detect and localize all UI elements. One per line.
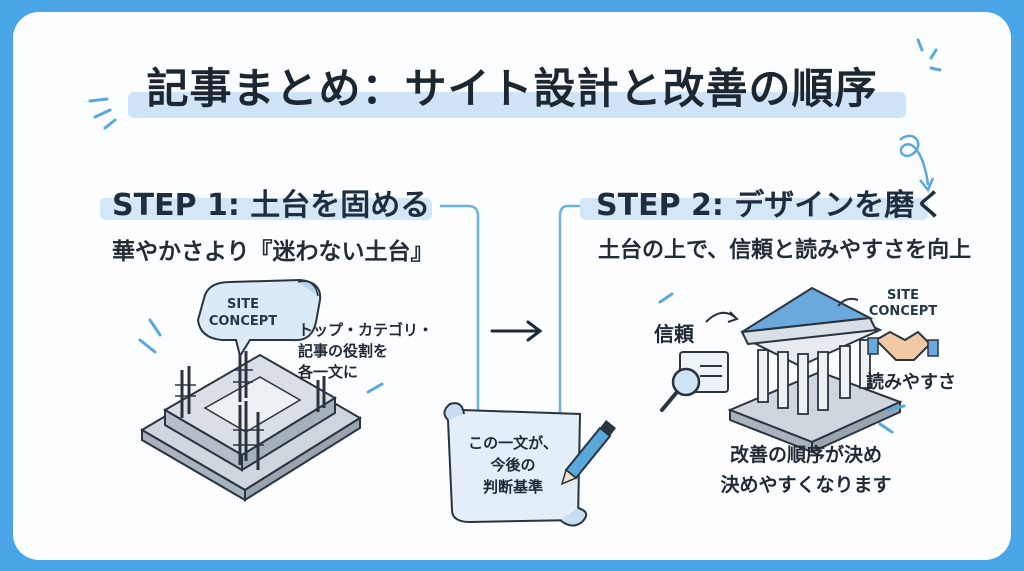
step2-heading: STEP 2: デザインを磨く bbox=[596, 188, 945, 223]
site-concept-bubble bbox=[196, 278, 322, 359]
site-concept-label: SITE CONCEPT bbox=[208, 297, 278, 329]
step2-subtitle: 土台の上で、信頼と読みやすさを向上 bbox=[598, 238, 972, 263]
building-icon bbox=[727, 286, 903, 454]
step1-highlight bbox=[100, 198, 432, 220]
foundation-icon bbox=[138, 318, 384, 502]
scroll-document-icon bbox=[443, 402, 588, 527]
right-arrow-icon bbox=[490, 320, 543, 342]
bracket-right bbox=[558, 204, 588, 455]
page-title: 記事まとめ：サイト設計と改善の順序 bbox=[146, 64, 878, 113]
title-highlight bbox=[128, 92, 906, 118]
bracket-left bbox=[440, 204, 480, 455]
pencil-icon bbox=[560, 420, 616, 486]
arrow-to-concept-icon bbox=[837, 297, 859, 307]
trust-label: 信頼 bbox=[654, 322, 694, 346]
step1-note: トップ・カテゴリ・ 記事の役割を 各一文に bbox=[298, 321, 434, 381]
step1-heading: STEP 1: 土台を固める bbox=[112, 188, 431, 223]
handshake-icon bbox=[867, 330, 939, 361]
sparkle-marks-right bbox=[916, 38, 942, 72]
step2-highlight bbox=[580, 198, 928, 220]
step1-subtitle: 華やかさより『迷わない土台』 bbox=[112, 239, 434, 265]
scroll-text: この一文が、 今後の 判断基準 bbox=[468, 434, 558, 496]
site-concept-label-2: SITE CONCEPT bbox=[868, 288, 938, 319]
sparkle-marks-left bbox=[88, 97, 117, 130]
swirl-arrow-icon bbox=[899, 134, 930, 186]
search-document-icon bbox=[660, 351, 729, 412]
readability-label: 読みやすさ bbox=[866, 372, 956, 393]
conclusion-text: 改善の順序が決め 決めやすくなります bbox=[720, 444, 892, 496]
